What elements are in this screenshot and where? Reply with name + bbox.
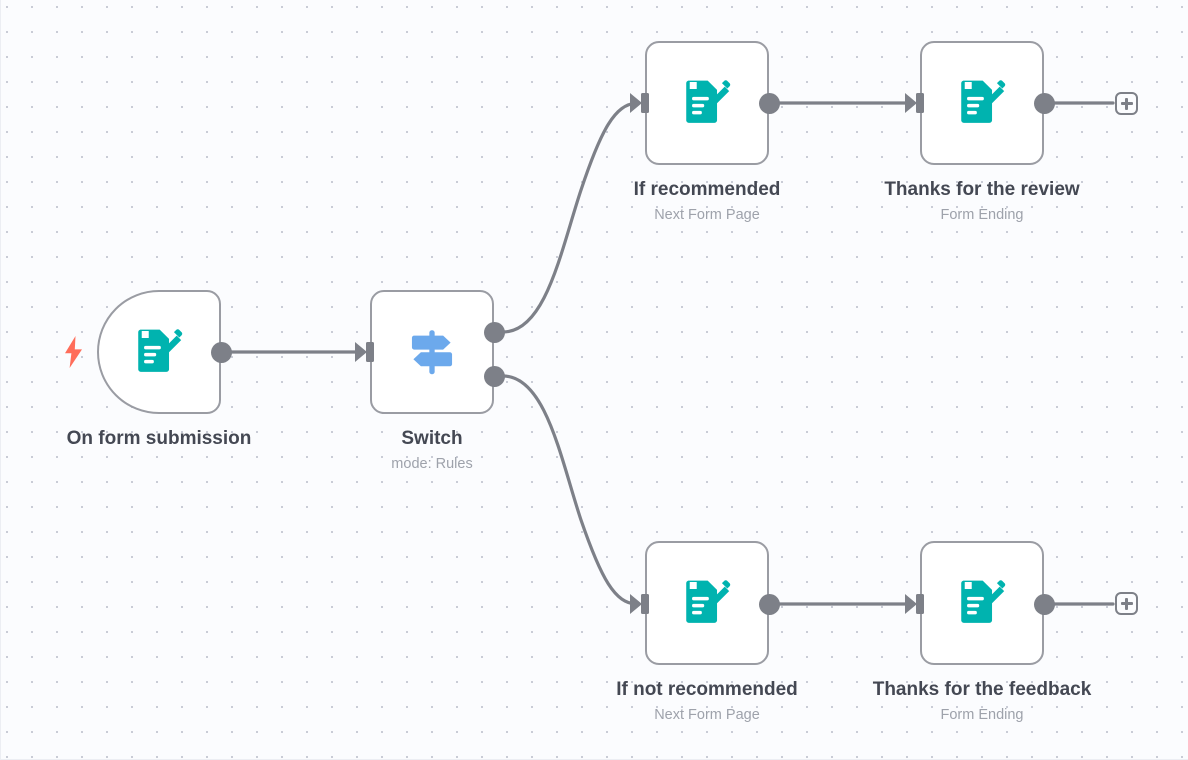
output-port-thanks-for-the-feedback[interactable] [1034,594,1055,615]
node-title-thanks-for-the-feedback: Thanks for the feedback [872,679,1092,700]
form-edit-icon [686,580,731,623]
signpost-icon [411,330,453,375]
node-subtitle-thanks-for-the-review: Form Ending [940,207,1024,223]
edge-switch-to-if-not-recommended [501,374,639,606]
form-edit-icon [138,329,183,372]
node-on-form-submission[interactable] [97,290,221,414]
form-edit-icon [686,80,731,123]
node-thanks-for-the-review[interactable] [920,41,1044,165]
input-port-thanks-for-the-review[interactable] [903,90,927,116]
node-label-if-not-recommended: If not recommended Next Form Page [577,678,837,725]
output-port-on-form-submission[interactable] [211,342,232,363]
node-label-on-form-submission: On form submission [27,427,291,451]
node-label-thanks-for-the-review: Thanks for the review Form Ending [852,178,1112,225]
form-edit-icon [961,580,1006,623]
edge-switch-to-if-recommended [501,101,639,334]
node-label-thanks-for-the-feedback: Thanks for the feedback Form Ending [852,678,1112,725]
node-title-if-recommended: If recommended [633,179,781,200]
node-subtitle-switch: mode: Rules [391,456,473,472]
node-switch[interactable] [370,290,494,414]
plus-icon-vertical [1125,97,1128,110]
form-edit-icon [961,80,1006,123]
node-label-switch: Switch mode: Rules [302,427,562,474]
node-subtitle-thanks-for-the-feedback: Form Ending [940,707,1024,723]
output-port-thanks-for-the-review[interactable] [1034,93,1055,114]
output-port-switch-1[interactable] [484,366,505,387]
lightning-bolt-icon [65,336,82,368]
node-title-on-form-submission: On form submission [66,428,252,449]
add-node-button-after-thanks-review[interactable] [1115,92,1138,115]
plus-icon-vertical [1125,597,1128,610]
output-port-switch-0[interactable] [484,322,505,343]
input-port-if-not-recommended[interactable] [628,591,652,617]
node-title-switch: Switch [401,428,463,449]
input-port-thanks-for-the-feedback[interactable] [903,591,927,617]
node-subtitle-if-recommended: Next Form Page [654,207,760,223]
node-if-recommended[interactable] [645,41,769,165]
output-port-if-recommended[interactable] [759,93,780,114]
add-node-button-after-thanks-feedback[interactable] [1115,592,1138,615]
output-port-if-not-recommended[interactable] [759,594,780,615]
node-thanks-for-the-feedback[interactable] [920,541,1044,665]
node-title-if-not-recommended: If not recommended [616,679,798,700]
input-port-switch[interactable] [353,339,377,365]
node-if-not-recommended[interactable] [645,541,769,665]
input-port-if-recommended[interactable] [628,90,652,116]
node-title-thanks-for-the-review: Thanks for the review [884,179,1080,200]
node-subtitle-if-not-recommended: Next Form Page [654,707,760,723]
node-label-if-recommended: If recommended Next Form Page [577,178,837,225]
